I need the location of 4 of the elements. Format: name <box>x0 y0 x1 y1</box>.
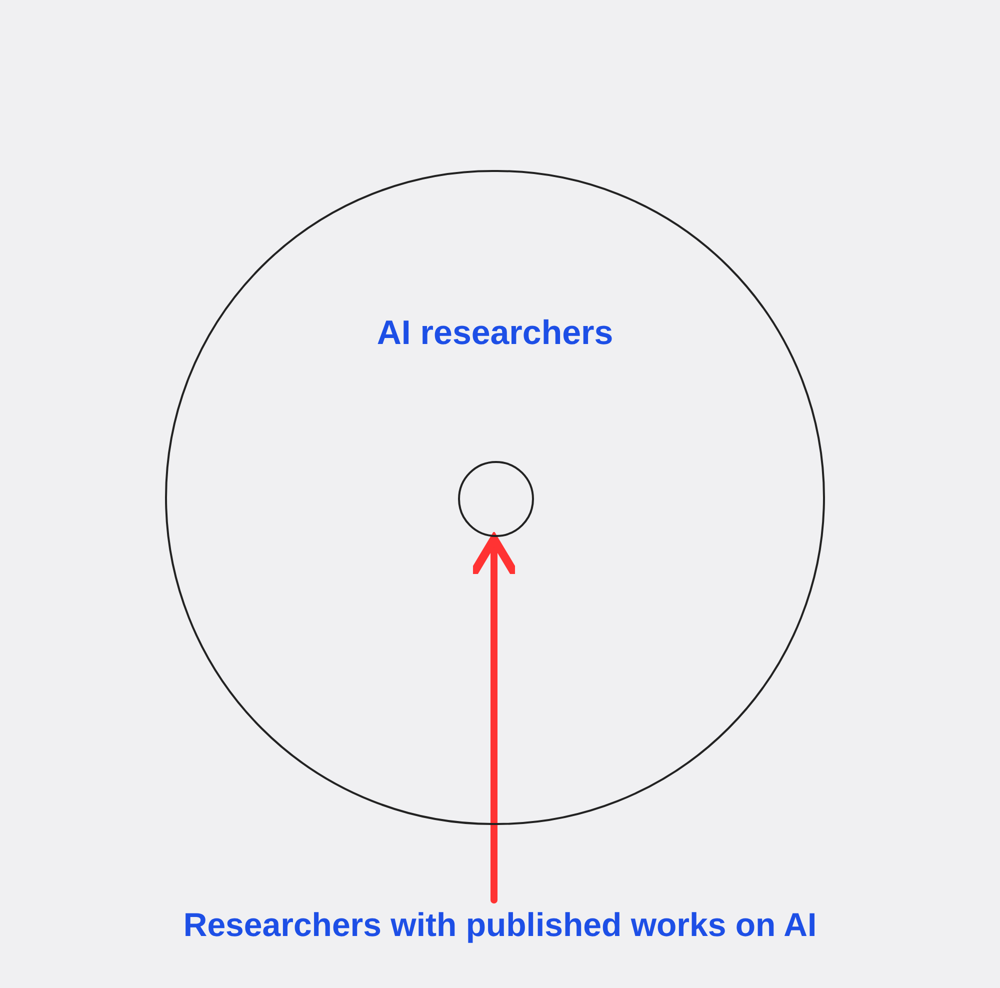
circle-outline <box>458 461 534 537</box>
caption-label: Researchers with published works on AI <box>70 900 930 952</box>
set-label: AI researchers <box>376 313 614 354</box>
circle-outline <box>165 170 825 825</box>
